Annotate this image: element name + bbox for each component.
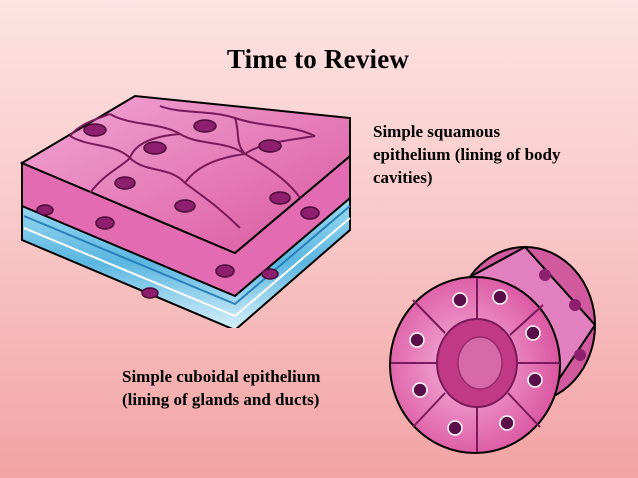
squamous-caption-line-1: Simple squamous [373, 122, 501, 141]
cuboidal-epithelium-illustration [389, 245, 597, 454]
squamous-caption-line-3: cavities) [373, 168, 433, 187]
slide-title: Time to Review [226, 44, 410, 74]
cuboidal-caption: Simple cuboidal epithelium (lining of gl… [122, 365, 392, 411]
squamous-caption: Simple squamous epithelium (lining of bo… [373, 120, 623, 189]
squamous-epithelium-illustration [19, 94, 351, 328]
cuboidal-caption-line-2: (lining of glands and ducts) [122, 390, 320, 409]
cuboidal-caption-line-1: Simple cuboidal epithelium [122, 367, 321, 386]
squamous-caption-line-2: epithelium (lining of body [373, 145, 561, 164]
